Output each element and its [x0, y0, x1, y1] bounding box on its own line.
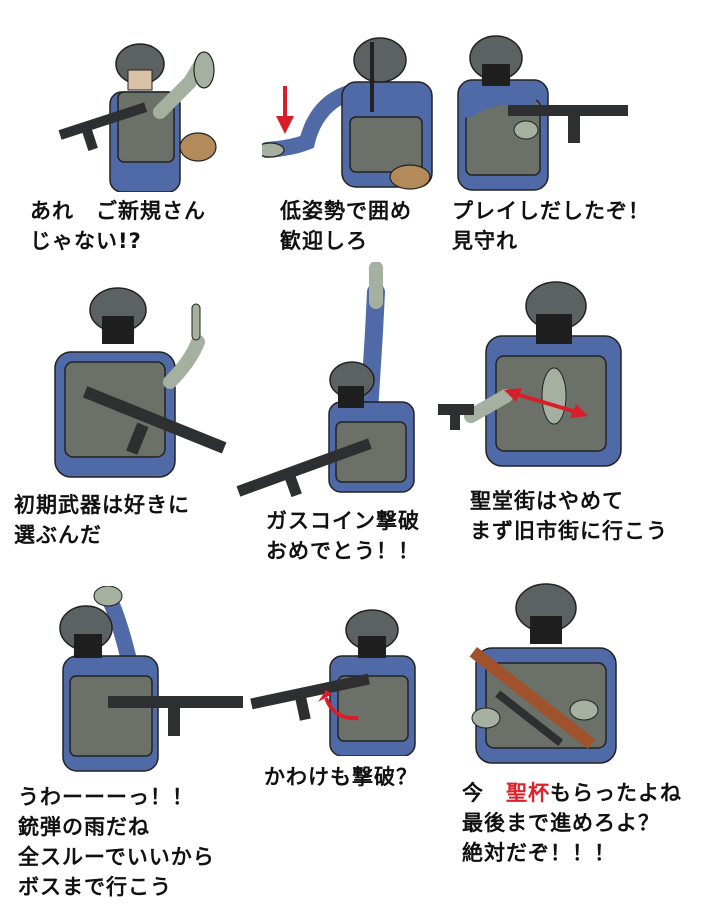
swat-figure-7 [59, 586, 243, 772]
caption-5: ガスコイン撃破 おめでとう！！ [266, 509, 420, 563]
caption-9: 今 聖杯もらったよね 最後まで進めろよ？ 絶対だぞ！！！ [462, 781, 682, 865]
swat-figure-5 [236, 262, 415, 498]
swat-figure-9 [469, 583, 617, 764]
swat-figure-2 [262, 37, 433, 190]
caption-8: かわけも撃破？ [264, 765, 418, 789]
swat-figure-8 [250, 609, 416, 756]
double-arrow-icon [504, 388, 588, 418]
caption-4: 初期武器は好きに 選ぶんだ [14, 493, 190, 547]
caption-3: プレイしだしたぞ！ 見守れ [452, 199, 650, 253]
swat-figure-4 [54, 287, 227, 478]
caption-9-suffix: もらったよね [550, 781, 682, 805]
highlight-word: 聖杯 [506, 781, 550, 805]
caption-6: 聖堂街はやめて まず旧市街に行こう [470, 489, 668, 543]
caption-2: 低姿勢で囲め 歓迎しろ [280, 199, 412, 253]
swat-figure-6 [438, 281, 622, 467]
caption-9-prefix: 今 [462, 781, 506, 805]
caption-7: うわーーーっ！！ 銃弾の雨だね 全スルーでいいから ボスまで行こう [18, 785, 215, 899]
swat-figure-1 [58, 43, 217, 192]
caption-1: あれ ご新規さん じゃない!? [30, 199, 206, 253]
down-arrow-icon [276, 86, 294, 134]
curved-arrow-icon [318, 690, 359, 721]
swat-figure-3 [457, 35, 628, 191]
